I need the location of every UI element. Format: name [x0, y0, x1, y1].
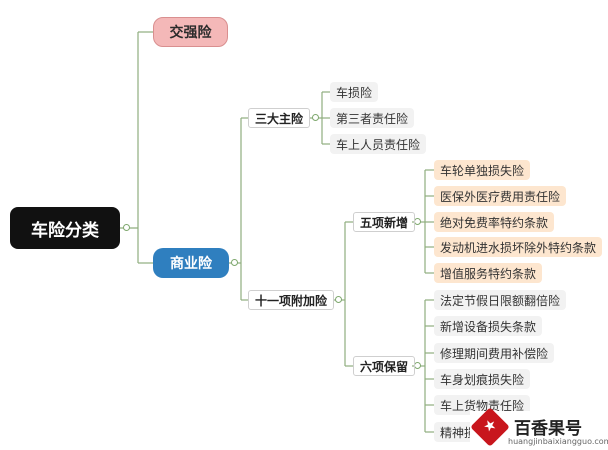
leaf-node[interactable]: 车上人员责任险 [330, 134, 427, 154]
collapse-dot[interactable] [312, 114, 319, 121]
watermark-url: huangjinbaixiangguo.com [508, 437, 608, 446]
leaf-node[interactable]: 法定节假日限额翻倍险 [434, 290, 567, 310]
new-addons-node[interactable]: 五项新增 [353, 212, 416, 232]
leaf-node[interactable]: 增值服务特约条款 [434, 263, 543, 283]
leaf-node[interactable]: 车上货物责任险 [434, 395, 531, 415]
main-insurance-node[interactable]: 三大主险 [248, 108, 311, 128]
leaf-node[interactable]: 车损险 [330, 82, 379, 102]
compulsory-insurance-node[interactable]: 交强险 [153, 17, 228, 47]
collapse-dot[interactable] [231, 259, 238, 266]
star-logo-icon [470, 407, 510, 447]
collapse-dot[interactable] [414, 362, 421, 369]
watermark-title: 百香果号 [514, 419, 582, 439]
leaf-node[interactable]: 绝对免费率特约条款 [434, 212, 555, 232]
leaf-node[interactable]: 车轮单独损失险 [434, 160, 531, 180]
addon-insurance-node[interactable]: 十一项附加险 [248, 290, 335, 310]
leaf-node[interactable]: 发动机进水损坏除外特约条款 [434, 237, 603, 257]
leaf-node[interactable]: 车身划痕损失险 [434, 369, 531, 389]
leaf-node[interactable]: 修理期间费用补偿险 [434, 343, 555, 363]
root-node[interactable]: 车险分类 [10, 207, 120, 249]
leaf-node[interactable]: 第三者责任险 [330, 108, 415, 128]
collapse-dot[interactable] [335, 296, 342, 303]
kept-addons-node[interactable]: 六项保留 [353, 356, 416, 376]
collapse-dot[interactable] [123, 224, 130, 231]
collapse-dot[interactable] [414, 218, 421, 225]
leaf-node[interactable]: 新增设备损失条款 [434, 316, 543, 336]
leaf-node[interactable]: 医保外医疗费用责任险 [434, 186, 567, 206]
watermark: 百香果号 huangjinbaixiangguo.com [470, 407, 608, 450]
commercial-insurance-node[interactable]: 商业险 [153, 248, 229, 278]
